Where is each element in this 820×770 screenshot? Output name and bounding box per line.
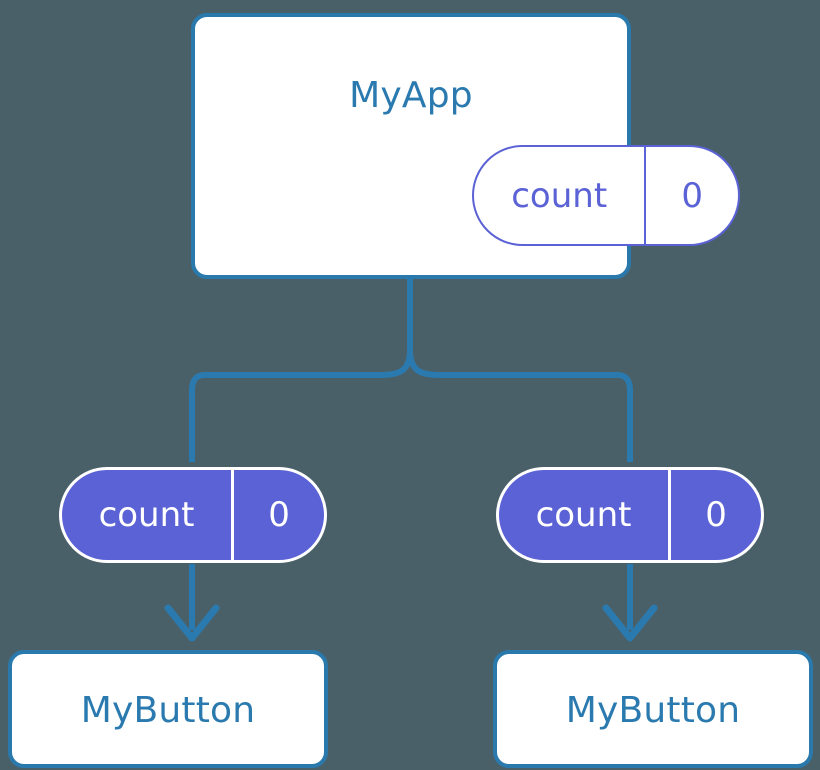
branch-line-left <box>189 349 413 462</box>
arrow-head-right <box>602 604 658 642</box>
arrow-head-left <box>164 604 220 642</box>
component-node-myapp[interactable]: MyApp count 0 <box>191 13 740 279</box>
state-pill-value: 0 <box>644 147 738 244</box>
prop-pill-value: 0 <box>668 470 761 560</box>
branch-line-right <box>407 349 633 462</box>
prop-pill-count-left[interactable]: count 0 <box>59 467 327 563</box>
prop-pill-value: 0 <box>231 470 324 560</box>
component-node-mybutton-left[interactable]: MyButton <box>8 650 328 768</box>
component-title-mybutton-right: MyButton <box>565 690 741 731</box>
component-title-mybutton-left: MyButton <box>80 690 256 731</box>
state-pill-key: count <box>511 175 608 216</box>
state-pill-count[interactable]: count 0 <box>472 145 740 246</box>
component-node-mybutton-right[interactable]: MyButton <box>493 650 813 768</box>
prop-pill-count-right[interactable]: count 0 <box>496 467 764 563</box>
prop-pill-key: count <box>535 495 632 535</box>
prop-pill-key: count <box>98 495 195 535</box>
component-title-myapp: MyApp <box>349 75 473 116</box>
